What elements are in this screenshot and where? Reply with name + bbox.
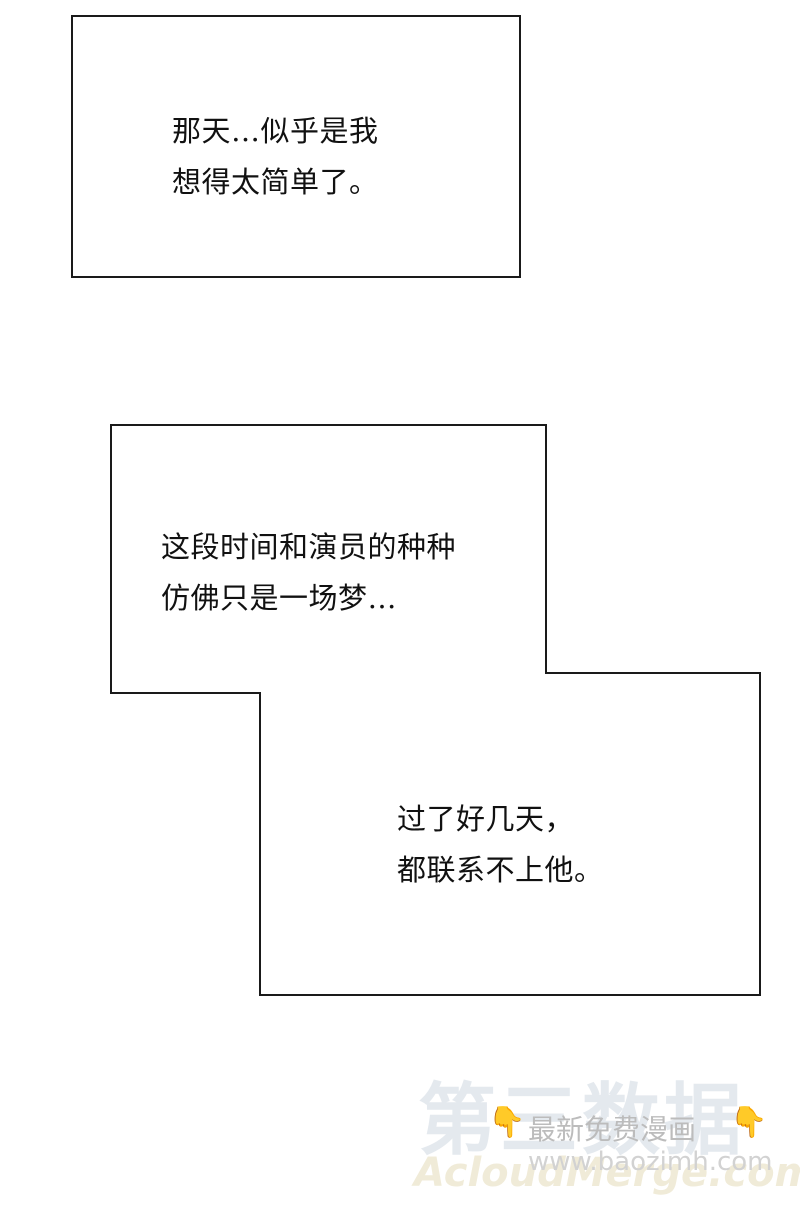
caption-line: 过了好几天， — [397, 802, 575, 836]
caption-box-1 — [71, 15, 521, 278]
caption-line: 都联系不上他。 — [397, 853, 604, 887]
caption-line: 仿佛只是一场梦… — [161, 581, 398, 615]
watermark-brand: AcloudMerge.com — [414, 1150, 800, 1196]
pointing-hand-icon: 👇 — [730, 1105, 768, 1140]
watermark-url: www.baozimh.com — [528, 1147, 773, 1177]
watermark-large-text: 第三数据 — [418, 1076, 747, 1166]
caption-text-3: 过了好几天， 都联系不上他。 — [397, 794, 604, 896]
caption-text-2: 这段时间和演员的种种 仿佛只是一场梦… — [161, 522, 456, 624]
caption-line: 想得太简单了。 — [172, 165, 379, 199]
caption-line: 那天…似乎是我 — [172, 114, 379, 148]
caption-text-1: 那天…似乎是我 想得太简单了。 — [172, 106, 379, 208]
pointing-hand-icon: 👇 — [488, 1105, 526, 1140]
watermark-subtitle: 最新免费漫画 — [528, 1113, 697, 1146]
caption-line: 这段时间和演员的种种 — [161, 530, 457, 564]
